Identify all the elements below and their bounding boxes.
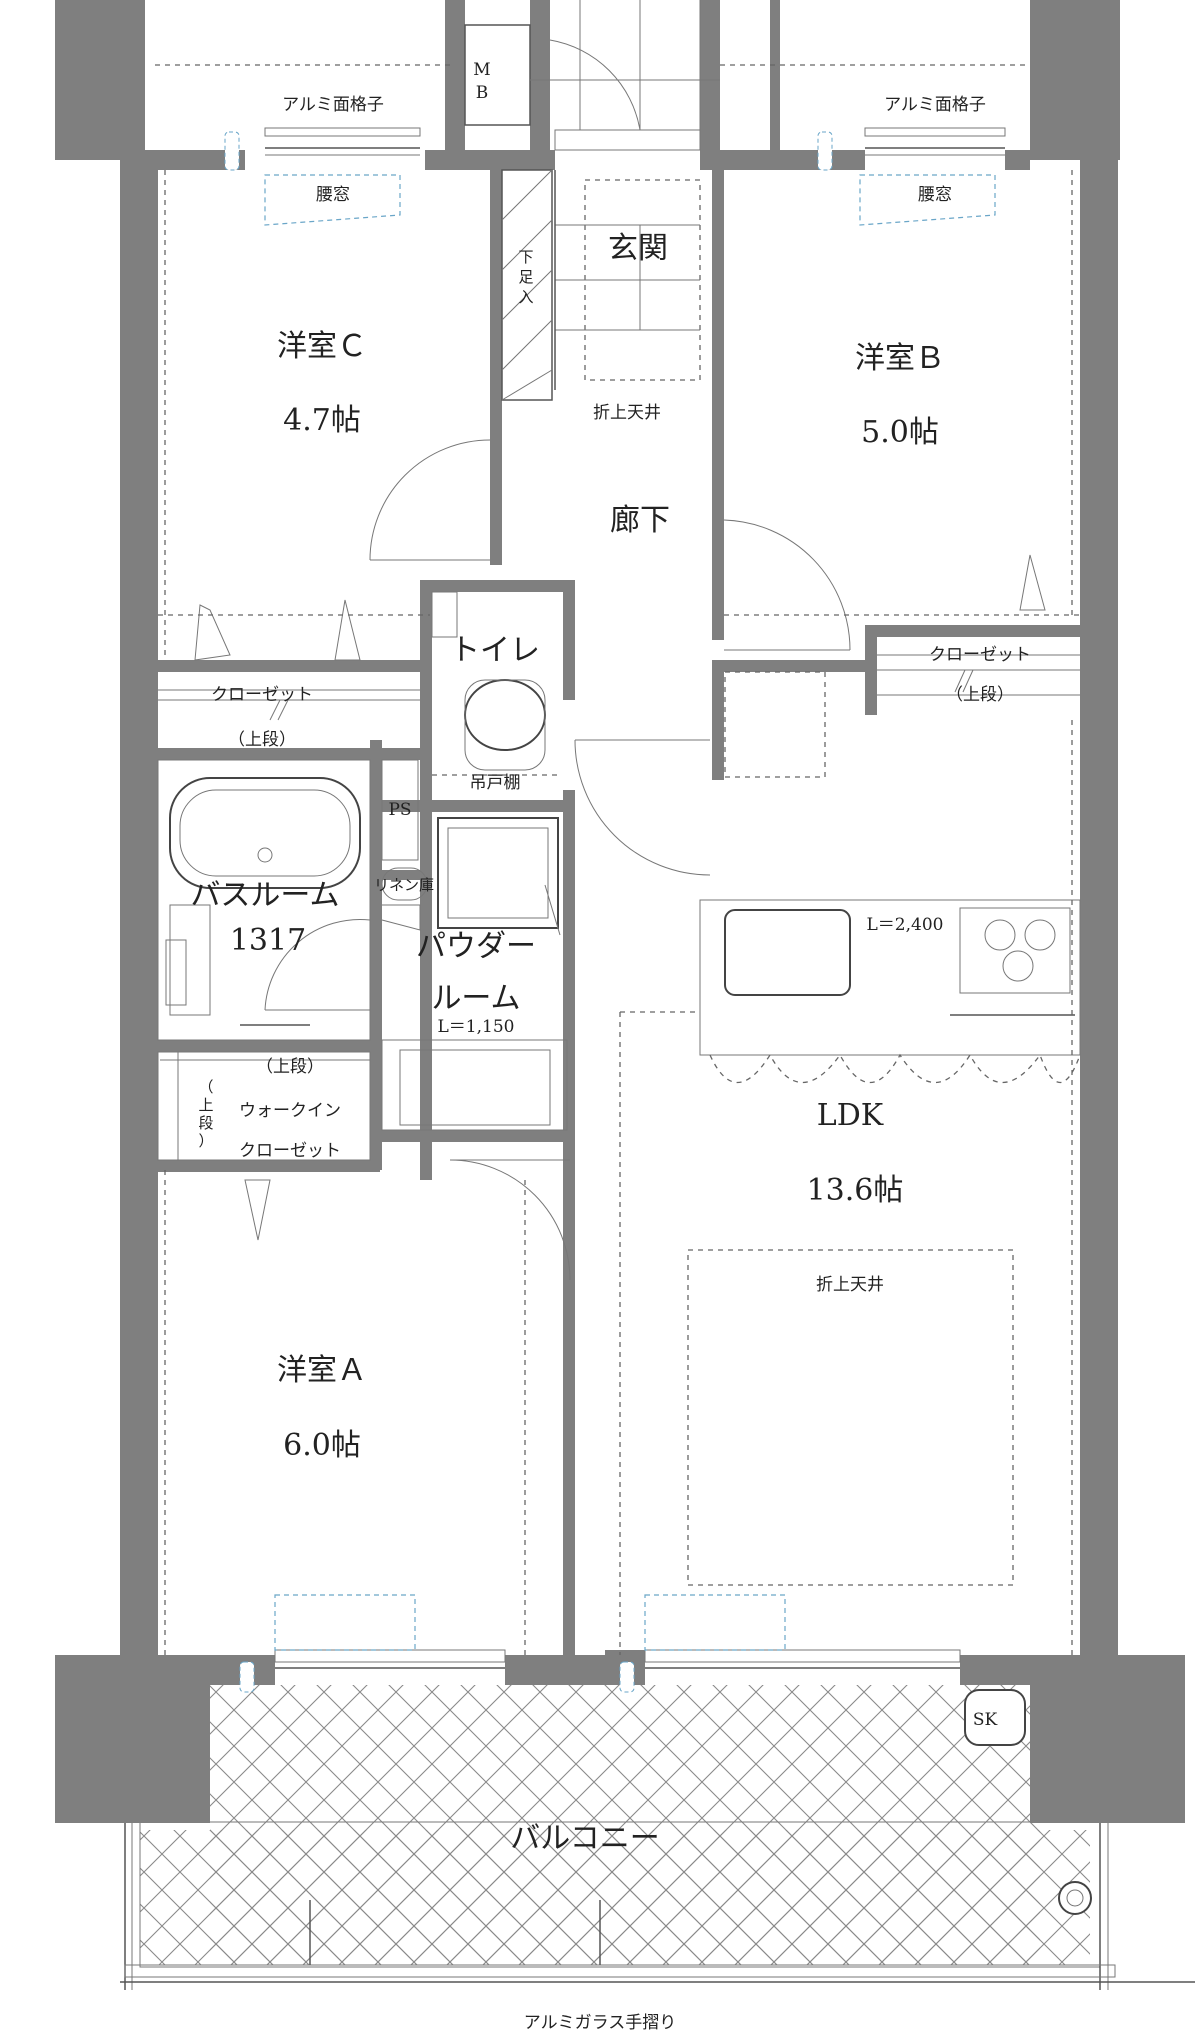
- closet-c-upper-label: （上段）: [228, 730, 296, 750]
- folded-ceiling-top-label: 折上天井: [593, 403, 661, 423]
- bathroom-name: バスルーム: [190, 878, 339, 913]
- ldk-area: 13.6帖: [807, 1173, 904, 1208]
- sk-label: SK: [973, 1710, 998, 1730]
- closet-b: [877, 654, 1080, 696]
- powder-fixtures: [381, 817, 568, 1131]
- western-a-name: 洋室Ａ: [277, 1353, 367, 1388]
- shoe-storage-label: 下: [518, 248, 533, 266]
- sk-sink: [964, 1689, 1092, 1915]
- powder-room-width: L＝1,150: [438, 1017, 515, 1037]
- ceiling-guides: [158, 170, 1080, 1655]
- walkin-line2: クローゼット: [239, 1141, 341, 1161]
- bottom-windows: [239, 1594, 961, 1693]
- entrance-label: 玄関: [608, 231, 668, 266]
- shoe-storage-label: 足: [518, 268, 533, 286]
- kitchen-counter: [699, 671, 1081, 1084]
- mb-label-m: M: [473, 60, 490, 80]
- closet-b-label: クローゼット: [929, 645, 1031, 665]
- balcony-label: バルコニー: [510, 1821, 659, 1856]
- toilet-fixtures: [431, 591, 560, 776]
- top-windows: [155, 64, 1030, 226]
- western-b-name: 洋室Ｂ: [855, 341, 945, 376]
- walkin-side-upper: ）: [198, 1132, 213, 1150]
- lattice-right-label: アルミ面格子: [884, 95, 986, 115]
- western-c-name: 洋室Ｃ: [277, 329, 367, 364]
- western-b-area: 5.0帖: [861, 415, 939, 450]
- walkin-line1: ウォークイン: [239, 1101, 341, 1121]
- folded-ceiling-ldk-label: 折上天井: [816, 1275, 884, 1295]
- walkin-side-upper: 段: [198, 1114, 213, 1132]
- window-left-label: 腰窓: [316, 185, 350, 205]
- closet-c-label: クローゼット: [211, 685, 313, 705]
- walkin-side-upper: 上: [198, 1096, 213, 1114]
- powder-room-line1: パウダー: [416, 929, 536, 964]
- shoe-storage-label: 入: [518, 288, 533, 306]
- railing-label: アルミガラス手摺り: [524, 2013, 677, 2033]
- bathroom-size: 1317: [230, 923, 306, 958]
- closet-c: [158, 689, 420, 721]
- ldk-name: LDK: [817, 1098, 884, 1133]
- hanging-shelf-label: 吊戸棚: [470, 773, 521, 793]
- walkin-upper-label: （上段）: [256, 1057, 324, 1077]
- mb-label-b: B: [476, 83, 489, 103]
- toilet-label: トイレ: [450, 633, 540, 668]
- window-right-label: 腰窓: [918, 185, 952, 205]
- walkin-closet: [157, 1051, 371, 1161]
- entrance-area: [464, 0, 720, 401]
- bathroom-fixtures: [157, 759, 371, 1041]
- lattice-left-label: アルミ面格子: [282, 95, 384, 115]
- western-c-area: 4.7帖: [283, 403, 361, 438]
- balcony: [120, 1685, 1195, 1990]
- hallway-label: 廊下: [610, 503, 670, 538]
- closet-b-upper-label: （上段）: [946, 685, 1014, 705]
- powder-room-line2: ルーム: [431, 981, 520, 1016]
- western-a-area: 6.0帖: [283, 1428, 361, 1463]
- ps-linen: [381, 759, 428, 931]
- linen-label: リネン庫: [374, 876, 434, 894]
- ps-label: PS: [388, 800, 411, 820]
- kitchen-length-label: L＝2,400: [867, 915, 944, 935]
- doors: [194, 439, 1046, 1281]
- walkin-side-upper: （: [198, 1078, 213, 1096]
